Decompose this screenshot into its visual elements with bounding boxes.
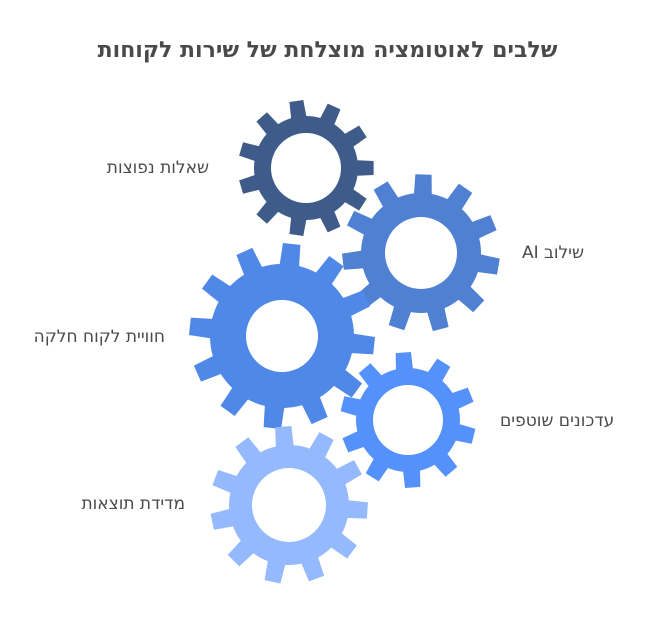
label-faq: שאלות נפוצות bbox=[106, 158, 209, 178]
gear-experience-icon bbox=[189, 243, 375, 429]
label-ongoing-updates: עדכונים שוטפים bbox=[500, 411, 615, 431]
gear-faq-icon bbox=[239, 100, 374, 236]
label-seamless-experience: חוויית לקוח חלקה bbox=[33, 327, 165, 347]
gear-ai-icon bbox=[342, 174, 500, 332]
diagram-title: שלבים לאוטומציה מוצלחת של שירות לקוחות bbox=[97, 38, 558, 63]
label-ai-integration: שילוב AI bbox=[522, 243, 585, 263]
label-measure-results: מדידת תוצאות bbox=[81, 494, 185, 514]
gear-results-icon bbox=[210, 426, 368, 584]
gear-updates-icon bbox=[340, 352, 476, 488]
